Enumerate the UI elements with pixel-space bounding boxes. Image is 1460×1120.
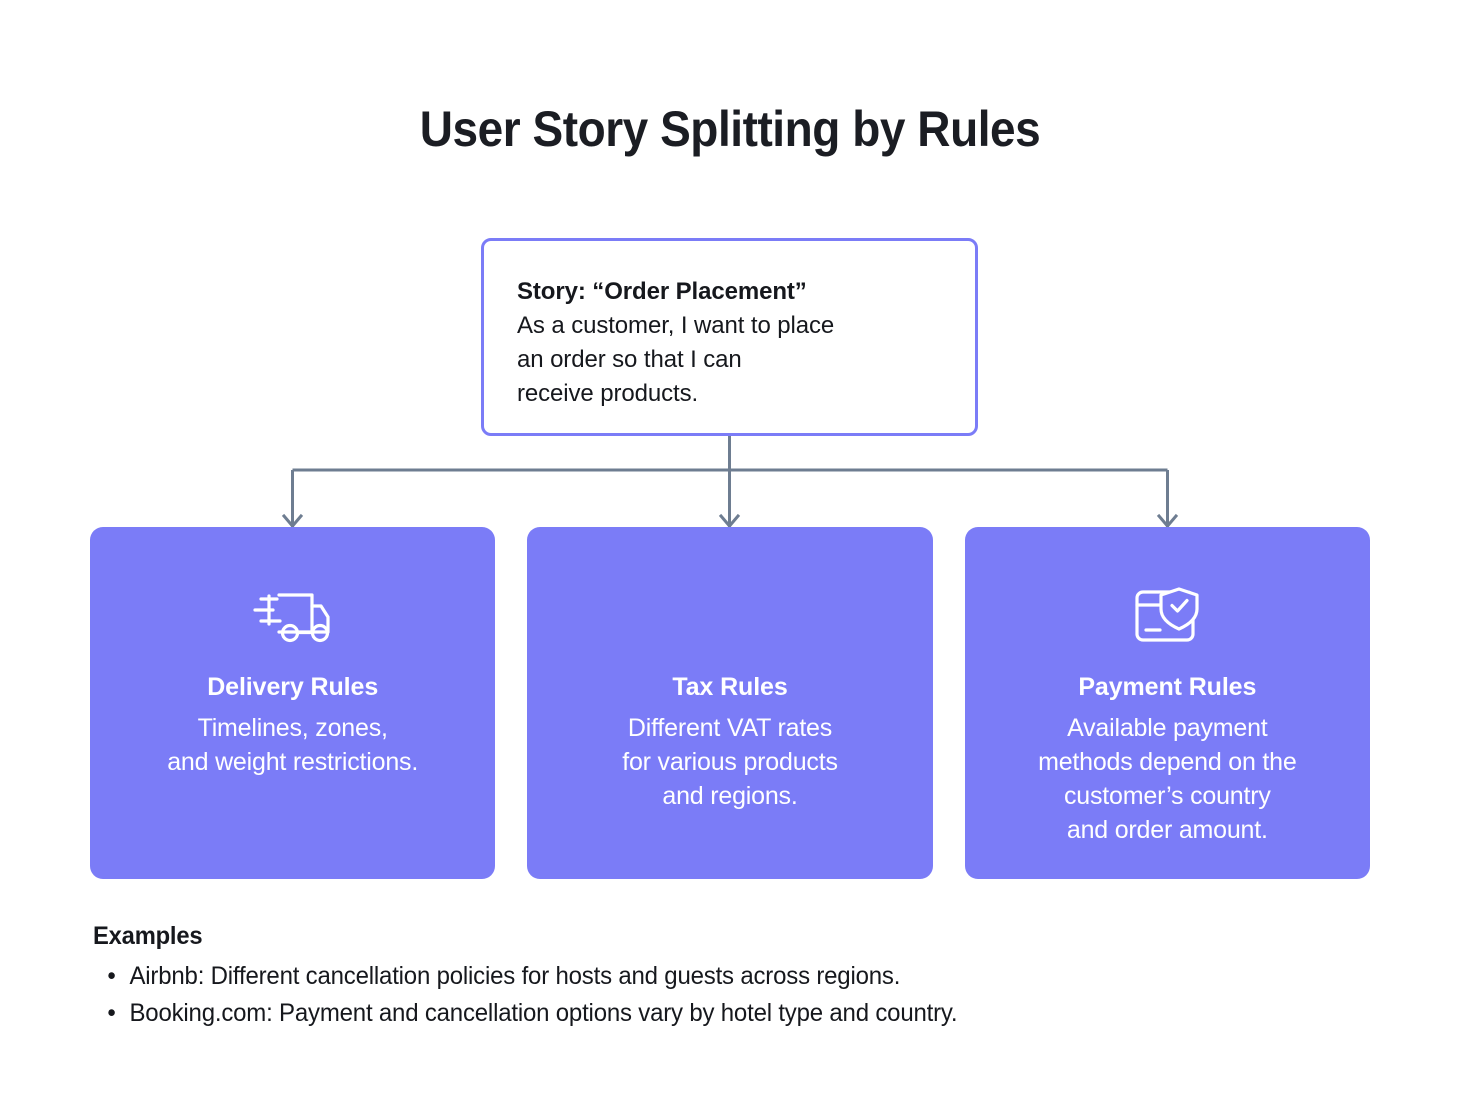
card-title: Payment Rules — [1078, 673, 1257, 701]
examples-section: Examples • Airbnb: Different cancellatio… — [93, 922, 1373, 1032]
bullet-icon: • — [107, 962, 116, 990]
card-title: Tax Rules — [672, 673, 788, 701]
delivery-truck-icon — [249, 573, 337, 659]
list-item: • Booking.com: Payment and cancellation … — [93, 995, 1322, 1032]
card-tax-rules[interactable]: Tax Rules Different VAT rates for variou… — [527, 527, 933, 879]
examples-heading: Examples — [93, 922, 203, 950]
bullet-icon: • — [107, 999, 116, 1027]
list-item-text: Booking.com: Payment and cancellation op… — [129, 999, 958, 1027]
card-description: Timelines, zones, and weight restriction… — [167, 714, 419, 776]
examples-list: • Airbnb: Different cancellation policie… — [93, 958, 1373, 1032]
list-item: • Airbnb: Different cancellation policie… — [93, 958, 1322, 995]
story-heading: Story: “Order Placement” — [517, 278, 807, 305]
card-payment-rules[interactable]: Payment Rules Available payment methods … — [964, 527, 1370, 879]
story-body: As a customer, I want to place an order … — [517, 312, 835, 407]
story-node: Story: “Order Placement” As a customer, … — [481, 238, 978, 436]
card-delivery-rules[interactable]: Delivery Rules Timelines, zones, and wei… — [90, 527, 496, 879]
list-item-text: Airbnb: Different cancellation policies … — [129, 962, 901, 990]
card-description: Different VAT rates for various products… — [622, 714, 838, 810]
rule-cards: Delivery Rules Timelines, zones, and wei… — [90, 527, 1370, 879]
payment-card-shield-icon — [1131, 573, 1203, 659]
page-title: User Story Splitting by Rules — [419, 101, 1041, 157]
card-title: Delivery Rules — [207, 673, 379, 701]
card-description: Available payment methods depend on the … — [1038, 714, 1297, 844]
